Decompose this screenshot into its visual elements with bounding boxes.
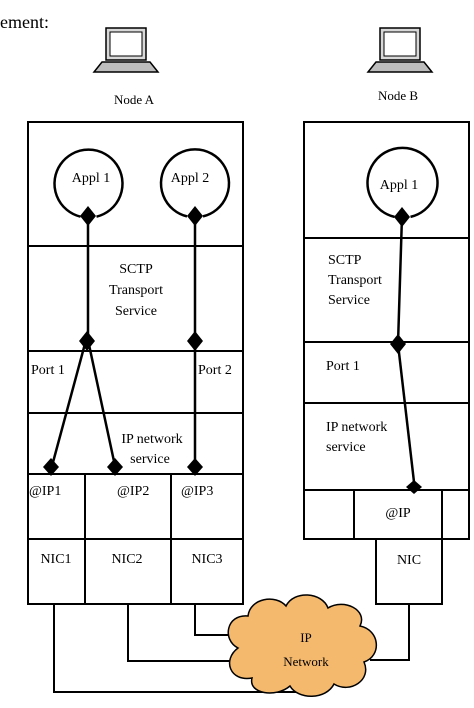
app-label: Appl 2 (171, 171, 210, 186)
caption-fragment: ement: (0, 12, 49, 32)
network-label: Network (283, 654, 329, 669)
node-b-connections (396, 215, 416, 483)
node-a-nic-box (27, 538, 244, 605)
ip-address-label: @IP3 (181, 484, 213, 499)
ip-address-label: @IP (385, 506, 411, 521)
diamond-marker (80, 206, 96, 226)
diamond-marker (107, 458, 123, 476)
ip-address-label: @IP2 (117, 484, 149, 499)
ip-service-label: IP network (326, 420, 387, 435)
diamond-marker (187, 458, 203, 476)
nic-label: NIC (397, 553, 421, 568)
app-label: Appl 1 (380, 178, 419, 193)
node-a (27, 121, 244, 605)
diamond-marker (79, 331, 95, 351)
sctp-label: Transport (328, 273, 382, 288)
port-label: Port 1 (31, 363, 65, 378)
laptop-icon (366, 27, 434, 73)
node-b-app-1: Appl 1 (366, 146, 439, 219)
sctp-label: SCTP (328, 253, 362, 268)
ip-service-label: IP network (121, 432, 182, 447)
node-b (303, 121, 470, 605)
port-label: Port 2 (198, 363, 232, 378)
node-b-label: Node B (378, 88, 418, 103)
laptop-icon (92, 27, 160, 73)
ip-service-label: service (326, 440, 366, 455)
ip-network-cloud: IP Network (227, 594, 378, 697)
diamond-marker (406, 480, 422, 494)
diamond-marker (43, 458, 59, 476)
nic-label: NIC2 (111, 552, 142, 567)
ip-service-label: service (130, 452, 170, 467)
node-a-connections (50, 216, 197, 467)
nic-label: NIC1 (40, 552, 71, 567)
node-a-app-1: Appl 1 (53, 148, 124, 218)
ip-address-label: @IP1 (29, 484, 61, 499)
node-a-app-2: Appl 2 (159, 148, 231, 218)
node-a-diamonds (43, 206, 203, 476)
node-a-label: Node A (114, 92, 155, 107)
node-a-outer-box (27, 121, 244, 540)
diamond-marker (187, 331, 203, 351)
sctp-label: Service (328, 293, 370, 308)
diamond-marker (390, 334, 406, 354)
diamond-marker (394, 207, 410, 227)
sctp-label: SCTP (119, 262, 153, 277)
port-label: Port 1 (326, 359, 360, 374)
diamond-marker (187, 206, 203, 226)
app-label: Appl 1 (72, 171, 111, 186)
nic-label: NIC3 (191, 552, 222, 567)
sctp-label: Service (115, 304, 157, 319)
node-b-diamonds (390, 207, 422, 494)
network-label: IP (300, 630, 312, 645)
node-b-nic-box (375, 538, 443, 605)
sctp-label: Transport (109, 283, 163, 298)
